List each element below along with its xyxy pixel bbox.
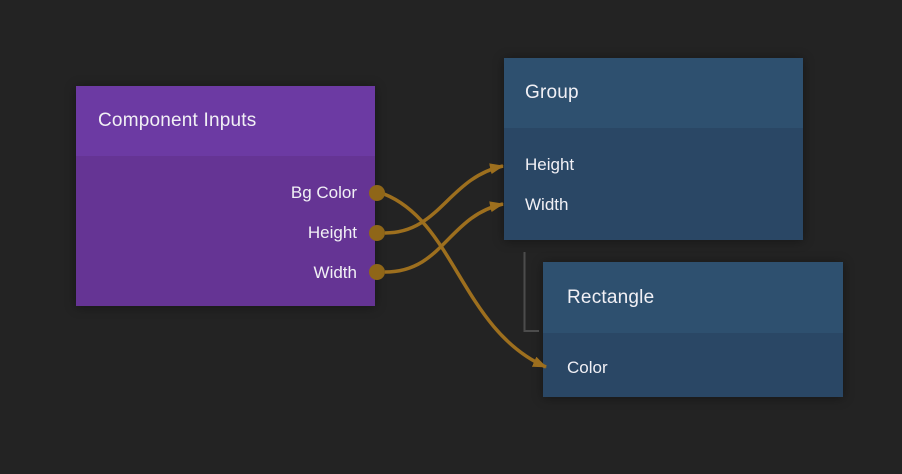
node-title: Component Inputs [98, 110, 257, 131]
input-port-color[interactable]: Color [543, 348, 843, 388]
port-label: Color [567, 358, 608, 377]
node-component-inputs[interactable]: Component Inputs Bg Color Height Width [76, 86, 375, 306]
wire-width-to-group-width[interactable] [384, 201, 504, 274]
node-header-group[interactable]: Group [504, 58, 803, 128]
port-label: Height [307, 223, 357, 242]
node-title: Group [525, 82, 579, 103]
port-label: Width [525, 195, 569, 214]
node-rectangle[interactable]: Rectangle Color [543, 262, 843, 397]
node-title: Rectangle [567, 286, 655, 308]
wire-height-to-group-height[interactable] [384, 163, 504, 235]
node-header-component-inputs[interactable]: Component Inputs [76, 86, 375, 156]
node-group[interactable]: Group Height Width [504, 58, 803, 240]
output-port-width[interactable]: Width [76, 253, 375, 293]
port-label: Width [313, 263, 357, 282]
node-body: Height Width [504, 128, 803, 240]
node-body: Color [543, 333, 843, 397]
hierarchy-line-group-to-rectangle [523, 252, 539, 332]
port-label: Bg Color [290, 183, 357, 202]
output-port-bg-color[interactable]: Bg Color [76, 173, 375, 213]
input-port-height[interactable]: Height [504, 145, 803, 185]
node-header-rectangle[interactable]: Rectangle [543, 262, 843, 333]
port-label: Height [525, 155, 575, 174]
input-port-width[interactable]: Width [504, 185, 803, 225]
node-body: Bg Color Height Width [76, 156, 375, 306]
output-port-height[interactable]: Height [76, 213, 375, 253]
